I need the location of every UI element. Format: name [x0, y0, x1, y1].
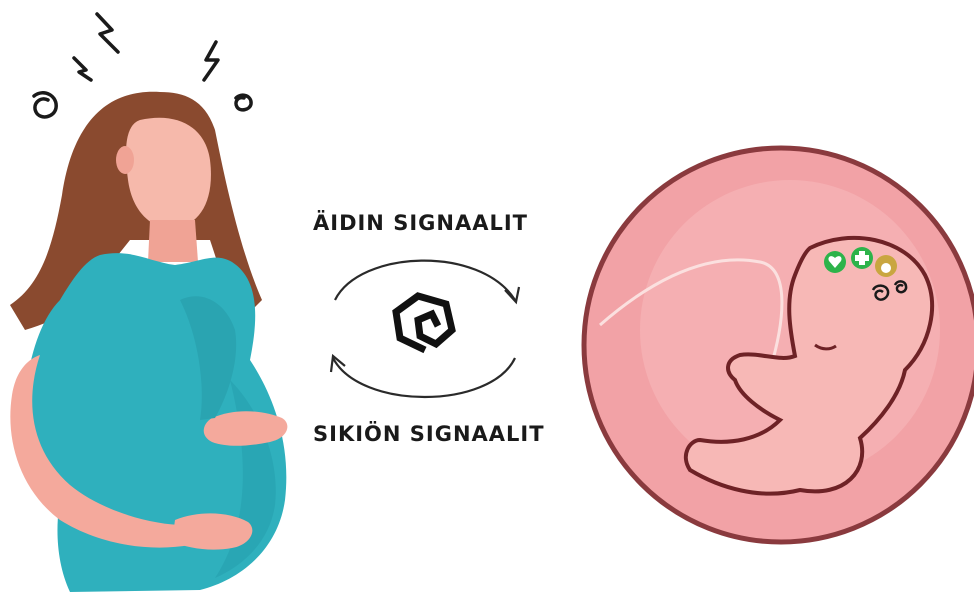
hand-lower — [172, 513, 252, 549]
arrow-top — [335, 261, 515, 300]
mother-signals-label: ÄIDIN SIGNAALIT — [313, 211, 528, 235]
arrow-bottom — [333, 358, 515, 397]
signal-cycle — [331, 261, 519, 397]
spiral-icon — [236, 95, 251, 110]
ear — [116, 146, 134, 174]
pregnant-woman-illustration — [10, 92, 287, 592]
lightning-bolt-icon — [74, 58, 91, 80]
spiral-icon — [396, 296, 452, 350]
lightning-bolt-icon — [204, 42, 218, 80]
womb-illustration — [584, 148, 974, 542]
fetus-signals-label: SIKIÖN SIGNAALIT — [313, 422, 545, 446]
neck — [148, 220, 198, 262]
lightning-bolt-icon — [97, 14, 118, 52]
spiral-icon — [34, 93, 56, 117]
